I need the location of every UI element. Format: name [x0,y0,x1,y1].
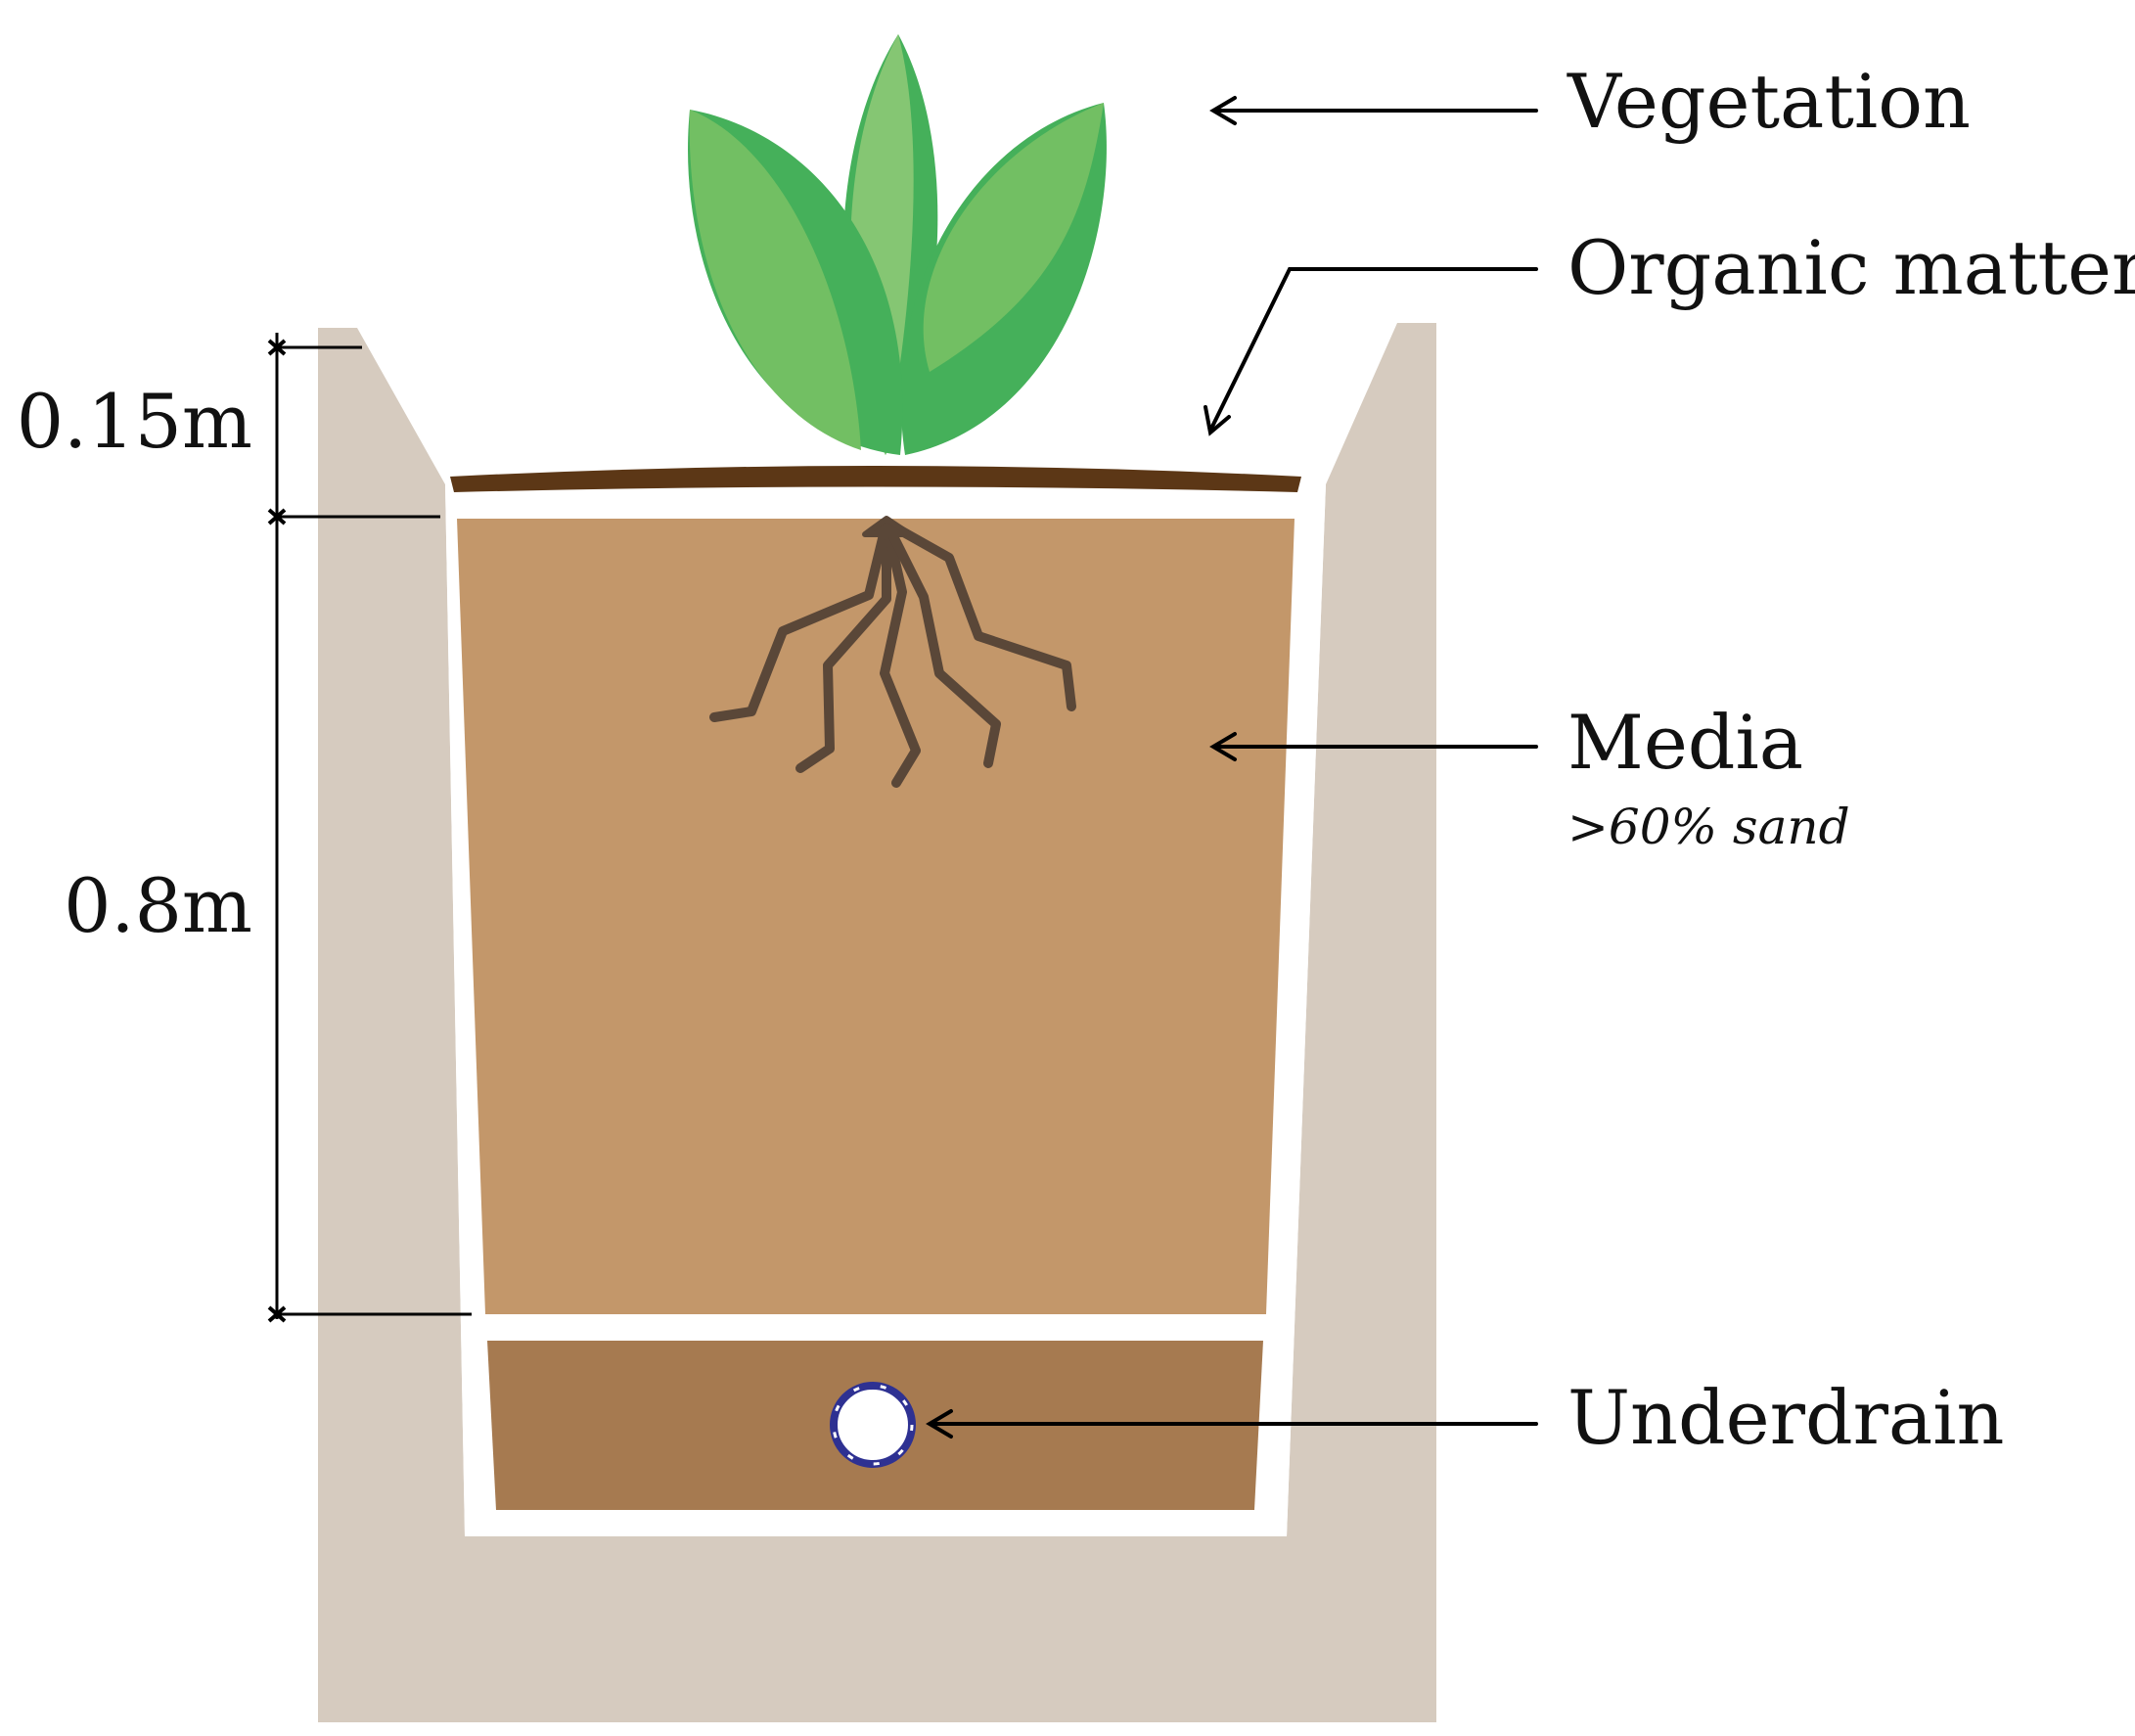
label-organic-matter: Organic matter [1567,224,2135,311]
leader-arrows [926,96,1538,1439]
label-media: Media [1567,699,1803,786]
dimension-top-depth: 0.15m [17,378,252,465]
dimension-media-depth: 0.8m [64,862,252,949]
dimension-lines [267,333,472,1323]
media-layer [457,519,1295,1314]
organic-matter-arrow [1208,267,1538,433]
label-vegetation: Vegetation [1567,58,1971,145]
label-underdrain: Underdrain [1567,1374,2005,1461]
surrounding-soil [318,323,1436,1722]
roots-icon [709,516,1076,788]
organic-matter-layer [450,466,1301,492]
label-media-note: >60% sand [1567,799,1850,855]
underdrain-pipe-icon [830,1382,916,1468]
plant-icon [688,34,1107,455]
